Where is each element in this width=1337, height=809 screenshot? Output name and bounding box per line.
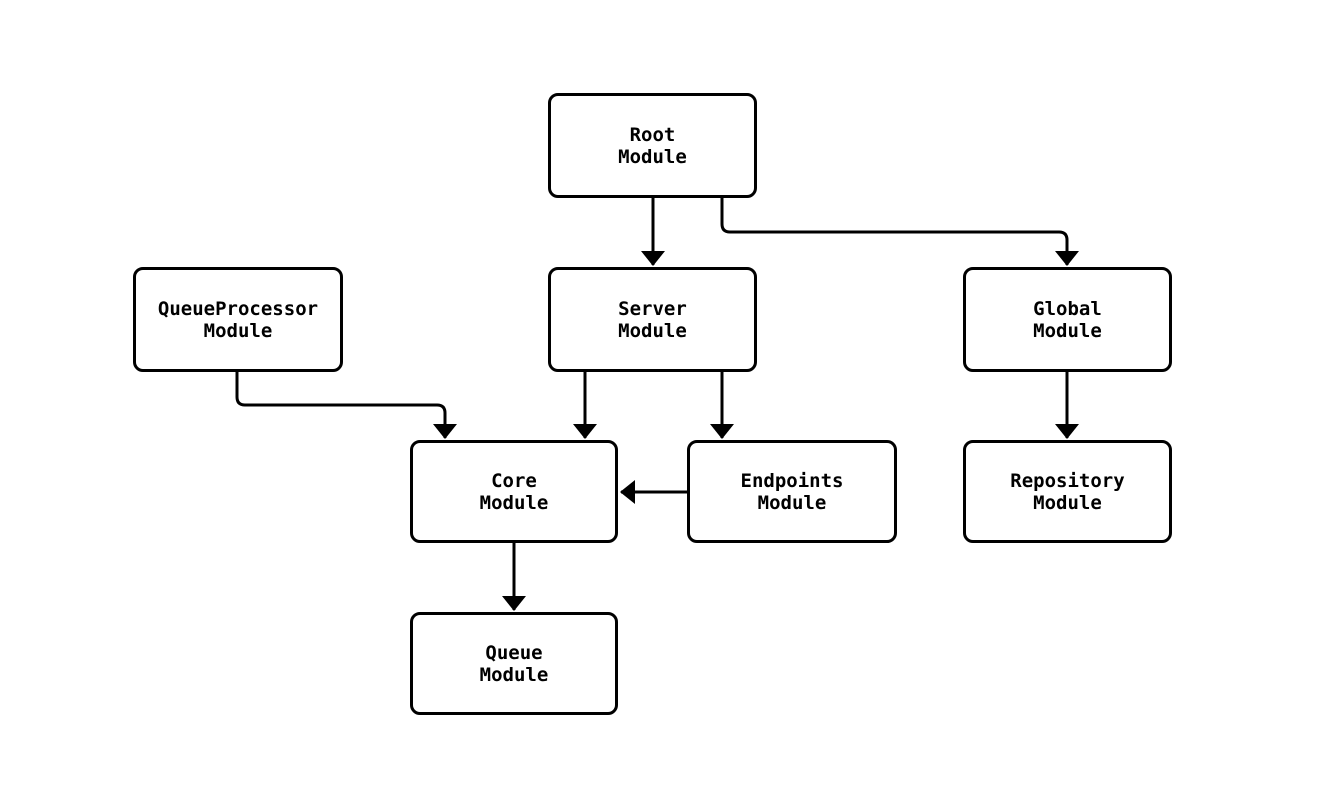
node-queue-module: Queue Module	[410, 612, 618, 715]
node-core-module-label: Core Module	[479, 469, 549, 514]
node-core-module: Core Module	[410, 440, 618, 543]
node-repository-module-label: Repository Module	[1010, 469, 1125, 514]
node-endpoints-module-label: Endpoints Module	[740, 469, 844, 514]
node-root-module-label: Root Module	[618, 123, 687, 168]
node-root-module: Root Module	[548, 93, 757, 198]
node-global-module: Global Module	[963, 267, 1172, 372]
node-server-module-label: Server Module	[618, 297, 687, 342]
edge-queueprocessor-to-core	[235, 372, 457, 439]
node-queueprocessor-module: QueueProcessor Module	[133, 267, 343, 372]
node-queue-module-label: Queue Module	[479, 641, 549, 686]
node-queueprocessor-module-label: QueueProcessor Module	[157, 297, 319, 342]
node-endpoints-module: Endpoints Module	[687, 440, 897, 543]
node-server-module: Server Module	[548, 267, 757, 372]
edge-root-to-global	[720, 198, 1079, 266]
node-global-module-label: Global Module	[1033, 297, 1102, 342]
node-repository-module: Repository Module	[963, 440, 1172, 543]
